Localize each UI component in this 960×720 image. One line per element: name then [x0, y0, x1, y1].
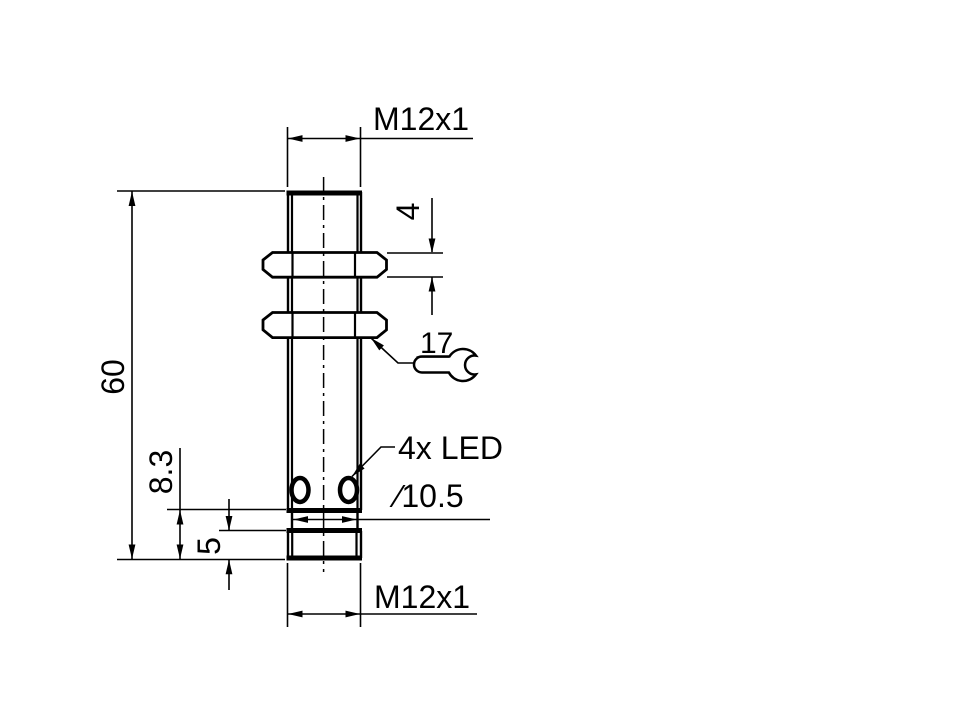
led-note-label: 4x LED [398, 430, 503, 466]
led-to-end-label: 8.3 [143, 450, 179, 494]
sensor-body [261, 177, 388, 572]
hex-nut-upper-outline [261, 251, 388, 279]
callout-wrench-size: 17 [368, 327, 479, 383]
hex-nut-lower-outline [261, 311, 388, 339]
hex-nut-upper [261, 251, 388, 279]
led-left [289, 475, 311, 505]
dim-led-to-end: 8.3 [143, 448, 286, 559]
connector-section-label: 5 [191, 537, 227, 555]
hex-nut-lower [261, 311, 388, 339]
overall-length-label: 60 [95, 359, 131, 395]
callouts: 17 4x LED [349, 327, 503, 479]
end-cap-diameter-label: ∕10.5 [389, 478, 464, 514]
wrench-size-label: 17 [420, 327, 453, 360]
dim-overall-length: 60 [95, 190, 285, 561]
dim-end-cap-diameter: ∕10.5 [293, 478, 490, 523]
dimensions: M12x1 4 60 8.3 [95, 101, 490, 627]
thread-bottom-label: M12x1 [374, 579, 470, 615]
dim-connector-section: 5 [191, 499, 286, 590]
dim-thread-top: M12x1 [286, 101, 473, 187]
dim-nut-thickness: 4 [387, 198, 443, 315]
nut-thickness-label: 4 [390, 203, 426, 221]
dim-thread-bottom: M12x1 [286, 563, 477, 627]
thread-top-label: M12x1 [373, 101, 469, 137]
led-right [337, 475, 360, 505]
callout-led: 4x LED [349, 430, 503, 479]
